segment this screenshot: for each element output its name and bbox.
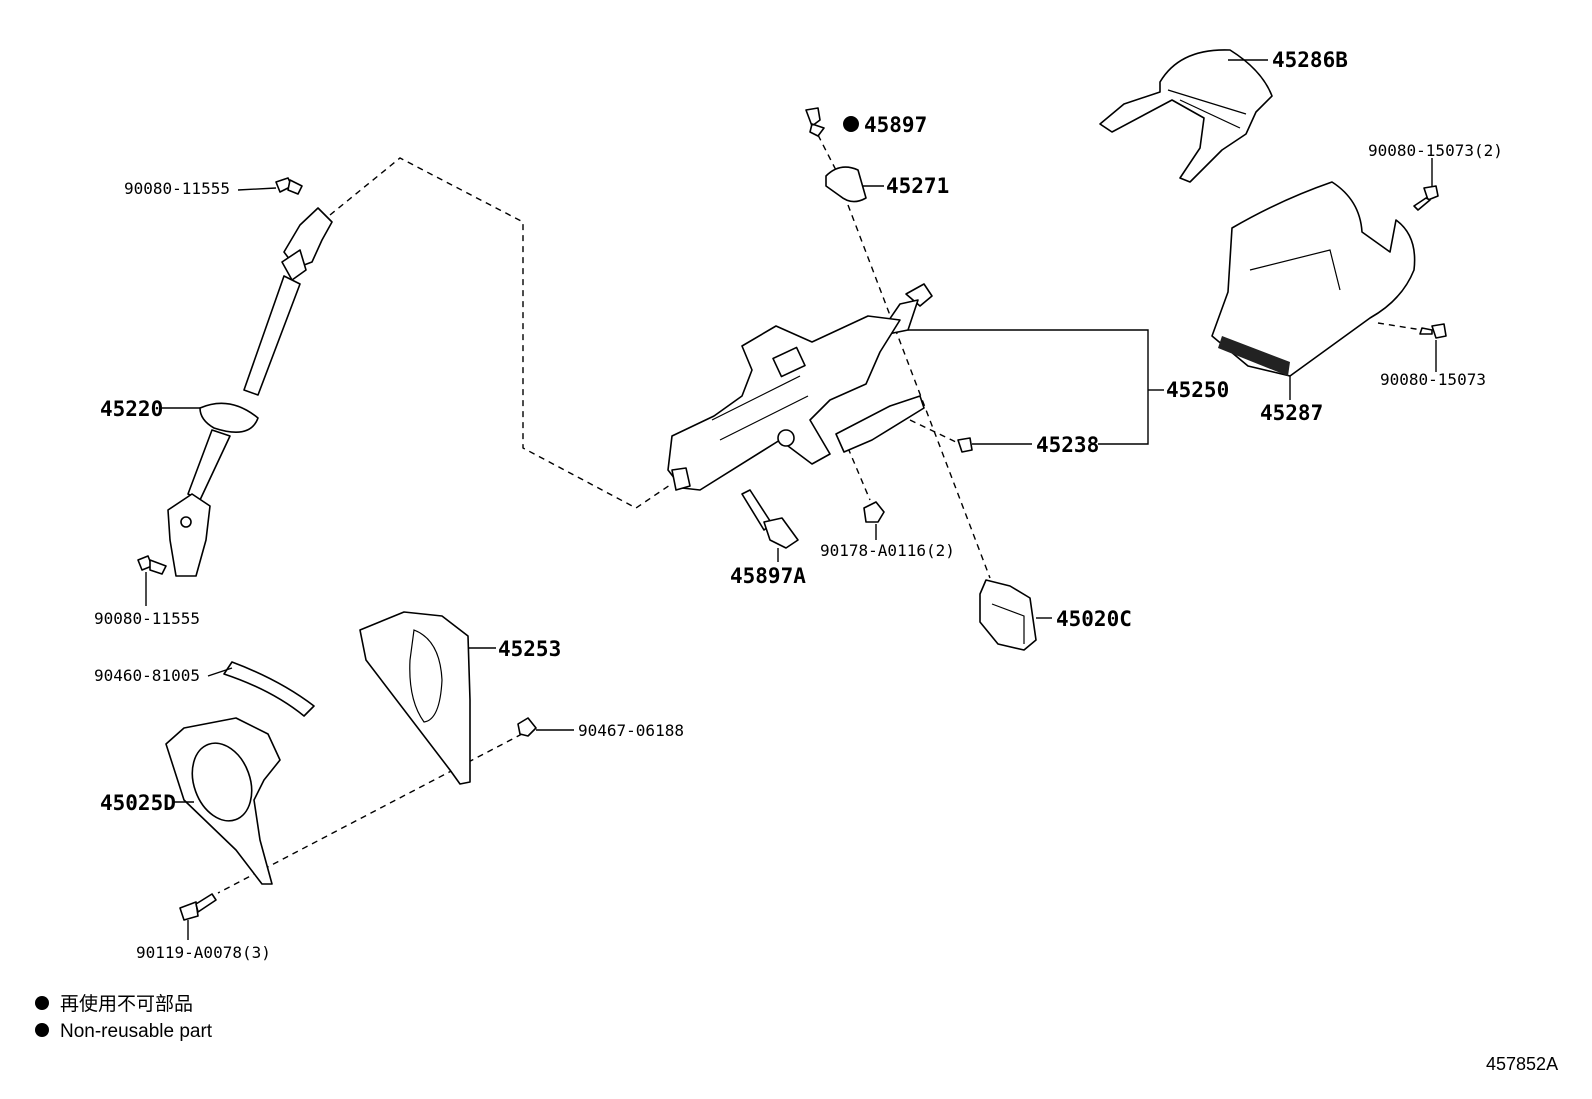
label-45253: 45253 — [498, 637, 561, 661]
legend-marker-japanese — [35, 996, 49, 1010]
steering-column-45250 — [667, 283, 933, 491]
screw-90080-15073-right — [1419, 323, 1447, 339]
label-45238: 45238 — [1036, 433, 1099, 457]
bolt-90119-A0078 — [179, 893, 217, 921]
screw-90080-15073-top — [1413, 185, 1439, 211]
label-45020C: 45020C — [1056, 607, 1132, 631]
figure-id: 457852A — [1486, 1054, 1558, 1074]
legend-text-english: Non-reusable part — [60, 1021, 213, 1042]
label-45287: 45287 — [1260, 401, 1323, 425]
label-90080-15073: 90080-15073 — [1380, 370, 1486, 389]
label-45286B: 45286B — [1272, 48, 1348, 72]
label-45897: 45897 — [864, 113, 927, 137]
upper-cover-45286B — [1099, 49, 1273, 183]
non-reusable-marker-45897 — [843, 116, 859, 132]
label-90080-15073-2: 90080-15073(2) — [1368, 141, 1503, 160]
lower-cover-45287 — [1211, 181, 1416, 377]
clip-90467-06188 — [517, 717, 537, 737]
bolt-45897A — [741, 489, 799, 549]
label-90119-A0078-3: 90119-A0078(3) — [136, 943, 271, 962]
label-45897A: 45897A — [730, 564, 806, 588]
label-90467-06188: 90467-06188 — [578, 721, 684, 740]
label-45250: 45250 — [1166, 378, 1229, 402]
part-number-labels: 45286B 45897 45271 90080-15073(2) 90080-… — [94, 48, 1503, 962]
label-90080-11555-bottom: 90080-11555 — [94, 609, 200, 628]
intermediate-shaft-45220 — [167, 207, 333, 577]
label-90080-11555-top: 90080-11555 — [124, 179, 230, 198]
leader-lines — [145, 59, 1437, 940]
legend-marker-english — [35, 1023, 49, 1037]
label-90460-81005: 90460-81005 — [94, 666, 200, 685]
legend: 再使用不可部品 Non-reusable part — [35, 993, 213, 1042]
label-45271: 45271 — [886, 174, 949, 198]
band-90460-81005 — [223, 661, 315, 717]
assembly-dashed-lines — [217, 134, 1423, 894]
clip-45238 — [957, 437, 973, 453]
cover-45271 — [825, 166, 867, 203]
label-90178-A0116-2: 90178-A0116(2) — [820, 541, 955, 560]
bracket-45253 — [359, 611, 471, 785]
bolt-45897 — [805, 107, 825, 137]
nut-90178-A0116 — [863, 501, 885, 523]
bolt-90080-11555-bottom — [137, 555, 167, 575]
legend-text-japanese: 再使用不可部品 — [60, 993, 193, 1015]
label-45220: 45220 — [100, 397, 163, 421]
lock-assembly-45020C — [979, 579, 1037, 651]
bolt-90080-11555-top — [275, 177, 303, 195]
boot-45025D — [165, 717, 281, 885]
label-45025D: 45025D — [100, 791, 176, 815]
